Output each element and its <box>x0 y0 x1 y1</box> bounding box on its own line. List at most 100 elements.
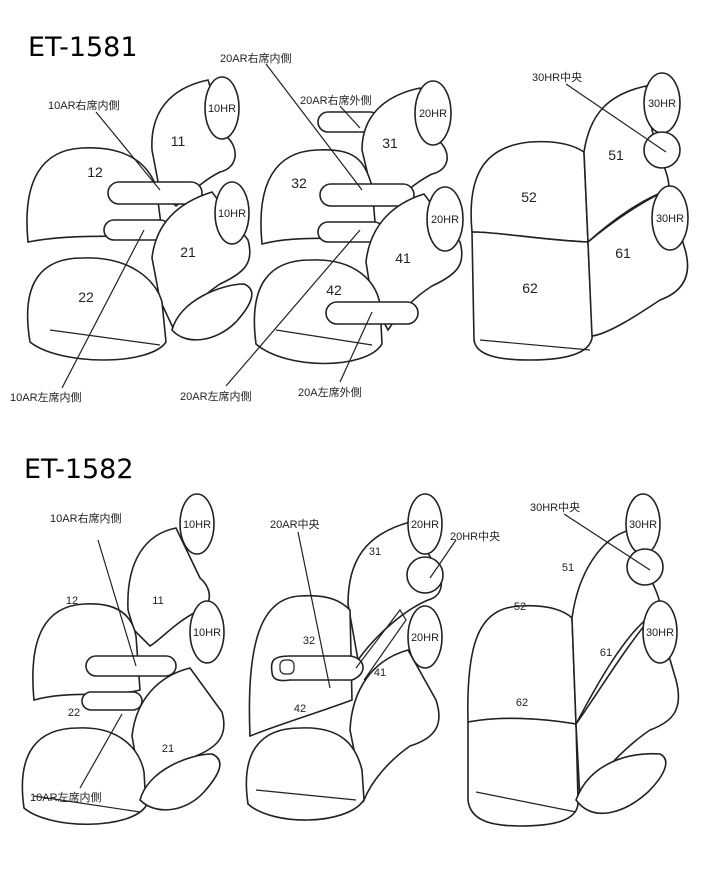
callout-label: 30HR中央 <box>532 71 582 84</box>
headrest-label: 10HR <box>183 519 211 531</box>
headrest-20hr <box>426 186 464 252</box>
leader-line <box>265 63 363 191</box>
part-number: 21 <box>162 743 174 755</box>
seam-line <box>33 795 141 813</box>
leg-rest-21 <box>139 753 221 811</box>
leader-line <box>79 713 123 789</box>
headrest-label: 10HR <box>218 208 246 220</box>
headrest-label: 20HR <box>411 632 439 644</box>
part-number: 52 <box>521 189 537 205</box>
cup-holder <box>279 659 295 675</box>
leader-line <box>339 311 373 383</box>
part-number: 11 <box>171 133 186 149</box>
seat-cushion-22 <box>21 727 147 826</box>
seat-back-41 <box>349 649 440 803</box>
seat-group-row3: 30HR 30HR 51 52 61 62 <box>467 493 680 827</box>
seat-group-row1: 10HR 10HR 11 12 21 22 <box>21 493 225 826</box>
headrest-20hr <box>407 493 443 555</box>
callout-label: 30HR中央 <box>530 501 580 514</box>
seat-cushion-12 <box>32 603 141 702</box>
headrest-10hr <box>204 76 240 140</box>
part-number: 22 <box>78 289 94 305</box>
part-number: 42 <box>294 703 306 715</box>
part-number: 22 <box>68 707 80 719</box>
part-number: 21 <box>180 244 196 260</box>
seat-cushion-22 <box>26 257 167 361</box>
part-number: 61 <box>615 245 631 261</box>
callout-label: 20AR右席内側 <box>220 51 292 65</box>
seam-line <box>49 329 161 346</box>
diagram-et-1582: ET-1582 10HR 10HR 11 12 21 22 <box>21 454 680 827</box>
part-number: 52 <box>514 601 526 613</box>
part-number: 32 <box>291 175 307 191</box>
leg-rest-61 <box>575 752 667 815</box>
headrest-20hr <box>414 80 452 146</box>
seat-cushion-42 <box>245 727 365 821</box>
callout-label: 20AR中央 <box>270 518 320 531</box>
headrest-label: 20HR <box>431 214 459 226</box>
seam-line <box>275 329 373 346</box>
seat-cushion-42 <box>253 259 383 365</box>
diagram-title: ET-1582 <box>24 454 134 485</box>
leader-line <box>97 539 137 667</box>
part-number: 41 <box>374 667 386 679</box>
headrest-label: 30HR <box>646 627 674 639</box>
seat-group-row2: 20HR 20HR 31 32 41 42 <box>245 493 444 821</box>
headrest-label: 30HR <box>629 519 657 531</box>
callouts: 20AR右席内側 30HR中央 20AR右席外側 10AR右席内側 10AR左席… <box>10 51 667 404</box>
armrest-10ar-right-inner <box>107 181 203 205</box>
headrest-label: 30HR <box>648 98 676 110</box>
callout-label: 10AR右席内側 <box>48 98 120 112</box>
seam-line <box>475 791 577 813</box>
seat-cushion-62 <box>471 231 594 361</box>
leader-line <box>565 83 667 153</box>
part-number: 41 <box>395 250 411 266</box>
callout-label: 20A左席外側 <box>298 385 362 399</box>
seat-trim <box>355 608 407 681</box>
leader-line <box>225 229 361 387</box>
part-number: 31 <box>382 135 398 151</box>
headrest-30hr <box>651 185 689 251</box>
part-number: 62 <box>522 280 538 296</box>
seat-group-row3: 30HR 30HR 51 52 61 62 <box>470 72 689 361</box>
leg-rest-21 <box>171 283 253 341</box>
diagram-title: ET-1581 <box>28 32 138 63</box>
callout-label: 10AR左席内側 <box>10 390 82 404</box>
part-number: 31 <box>369 546 381 558</box>
callout-label: 20AR右席外側 <box>300 93 372 107</box>
part-number: 42 <box>326 282 342 298</box>
seat-group-row2: 20HR 20HR 31 32 41 42 <box>253 80 464 365</box>
part-number: 61 <box>600 647 612 659</box>
part-number: 32 <box>303 635 315 647</box>
seam-line <box>479 339 591 351</box>
callouts: 10AR右席内側 20AR中央 20HR中央 30HR中央 10AR左席内側 <box>30 501 651 804</box>
headrest-20hr-center <box>406 556 444 594</box>
headrest-20hr <box>407 605 443 669</box>
headrest-10hr <box>214 181 250 245</box>
part-number: 12 <box>87 164 103 180</box>
seat-cushion-62 <box>467 717 579 827</box>
leader-line <box>429 539 457 579</box>
leader-line <box>297 531 331 689</box>
armrest-20ar-center <box>270 655 364 682</box>
seat-back-11 <box>127 527 211 648</box>
part-number: 12 <box>66 595 78 607</box>
leader-line <box>563 513 651 571</box>
diagram-et-1581: ET-1581 10HR 10HR 11 12 21 22 <box>10 32 689 404</box>
leader-line <box>95 111 161 191</box>
headrest-label: 30HR <box>656 213 684 225</box>
armrest-20ar-right-inner <box>319 183 415 207</box>
callout-label: 20AR左席内側 <box>180 389 252 403</box>
callout-label: 10AR左席内側 <box>30 790 102 804</box>
seam-line <box>255 789 357 801</box>
headrest-10hr <box>189 600 225 664</box>
armrest-10ar-right-inner <box>85 655 177 677</box>
callout-label: 10AR右席内側 <box>50 511 122 525</box>
headrest-label: 20HR <box>419 108 447 120</box>
part-number: 51 <box>562 562 574 574</box>
leader-line <box>339 105 361 129</box>
headrest-30hr <box>642 600 678 664</box>
seat-group-row1: 10HR 10HR 11 12 21 22 <box>26 76 253 361</box>
part-number: 51 <box>608 147 624 163</box>
